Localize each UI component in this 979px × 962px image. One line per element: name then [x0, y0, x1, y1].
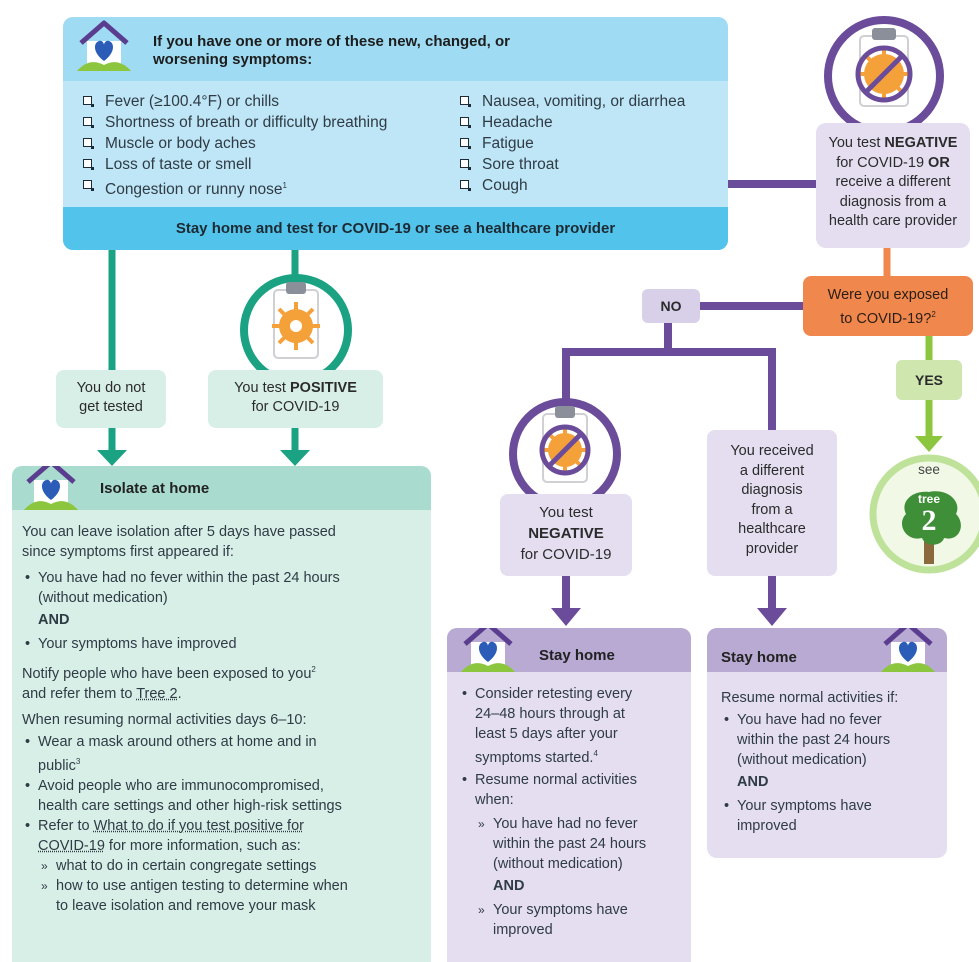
symptom-item: Fever (≥100.4°F) or chills: [83, 91, 387, 112]
isolate-header: [12, 466, 431, 510]
stay-home-right-body: Resume normal activities if: You have ha…: [721, 688, 943, 836]
negative-mid-box: You test NEGATIVE for COVID-19: [500, 494, 632, 576]
arrow-head: [757, 608, 787, 626]
symptom-item: Headache: [460, 112, 685, 133]
checkbox-icon: [460, 180, 472, 192]
symptoms-box: If you have one or more of these new, ch…: [63, 17, 728, 250]
arrow-head: [551, 608, 581, 626]
house-heart-icon: [77, 20, 131, 71]
exposed-question-box: Were you exposed to COVID-19?2: [803, 276, 973, 336]
checkbox-icon: [83, 117, 95, 129]
symptom-item: Nausea, vomiting, or diarrhea: [460, 91, 685, 112]
stay-home-mid-title: Stay home: [539, 647, 615, 664]
tree-2-badge[interactable]: see tree 2: [866, 452, 979, 577]
different-diagnosis-box: You received a different diagnosis from …: [707, 430, 837, 576]
symptoms-list-right: Nausea, vomiting, or diarrhea Headache F…: [460, 91, 685, 196]
symptoms-title: If you have one or more of these new, ch…: [153, 33, 511, 68]
checkbox-icon: [460, 159, 472, 171]
checkbox-icon: [83, 138, 95, 150]
symptoms-list-left: Fever (≥100.4°F) or chills Shortness of …: [83, 91, 387, 200]
symptom-item: Fatigue: [460, 133, 685, 154]
symptom-item: Loss of taste or smell: [83, 154, 387, 175]
symptom-item: Muscle or body aches: [83, 133, 387, 154]
stay-home-mid-panel: Stay home Consider retesting every24–48 …: [447, 628, 691, 962]
tree-icon: [869, 454, 979, 574]
action-text: Stay home and test for COVID-19 or see a…: [175, 220, 616, 237]
negative-test-clipboard-icon: [824, 16, 944, 126]
house-heart-icon: [881, 628, 935, 672]
symptom-item: Shortness of breath or difficulty breath…: [83, 112, 387, 133]
checkbox-icon: [83, 159, 95, 171]
yes-tag: YES: [896, 360, 962, 400]
stay-home-right-title: Stay home: [721, 649, 797, 666]
checkbox-icon: [460, 96, 472, 108]
action-band: Stay home and test for COVID-19 or see a…: [63, 207, 728, 250]
symptom-item: Cough: [460, 175, 685, 196]
house-heart-icon: [461, 628, 515, 672]
checkbox-icon: [460, 117, 472, 129]
isolate-body: You can leave isolation after 5 days hav…: [22, 522, 422, 916]
negative-or-diagnosis-box: You test NEGATIVE for COVID-19 OR receiv…: [816, 123, 970, 248]
isolate-panel: Isolate at home You can leave isolation …: [12, 466, 431, 962]
symptom-item: Sore throat: [460, 154, 685, 175]
no-tag: NO: [642, 289, 700, 323]
symptoms-header-band: [63, 17, 728, 81]
arrow-head: [280, 450, 310, 466]
positive-test-clipboard-icon: [240, 274, 352, 375]
checkbox-icon: [460, 138, 472, 150]
isolate-title: Isolate at home: [100, 480, 210, 497]
stay-home-right-panel: Stay home Resume normal activities if: Y…: [707, 628, 947, 858]
arrow-head: [915, 436, 943, 452]
checkbox-icon: [83, 96, 95, 108]
house-heart-icon: [24, 466, 78, 510]
negative-test-clipboard-icon: [509, 398, 621, 506]
positive-box: You test POSITIVE for COVID-19: [208, 370, 383, 428]
checkbox-icon: [83, 180, 95, 192]
tree-2-link[interactable]: Tree 2: [136, 685, 178, 702]
not-tested-box: You do not get tested: [56, 370, 166, 428]
symptom-item: Congestion or runny nose1: [83, 175, 387, 200]
arrow-head: [97, 450, 127, 466]
